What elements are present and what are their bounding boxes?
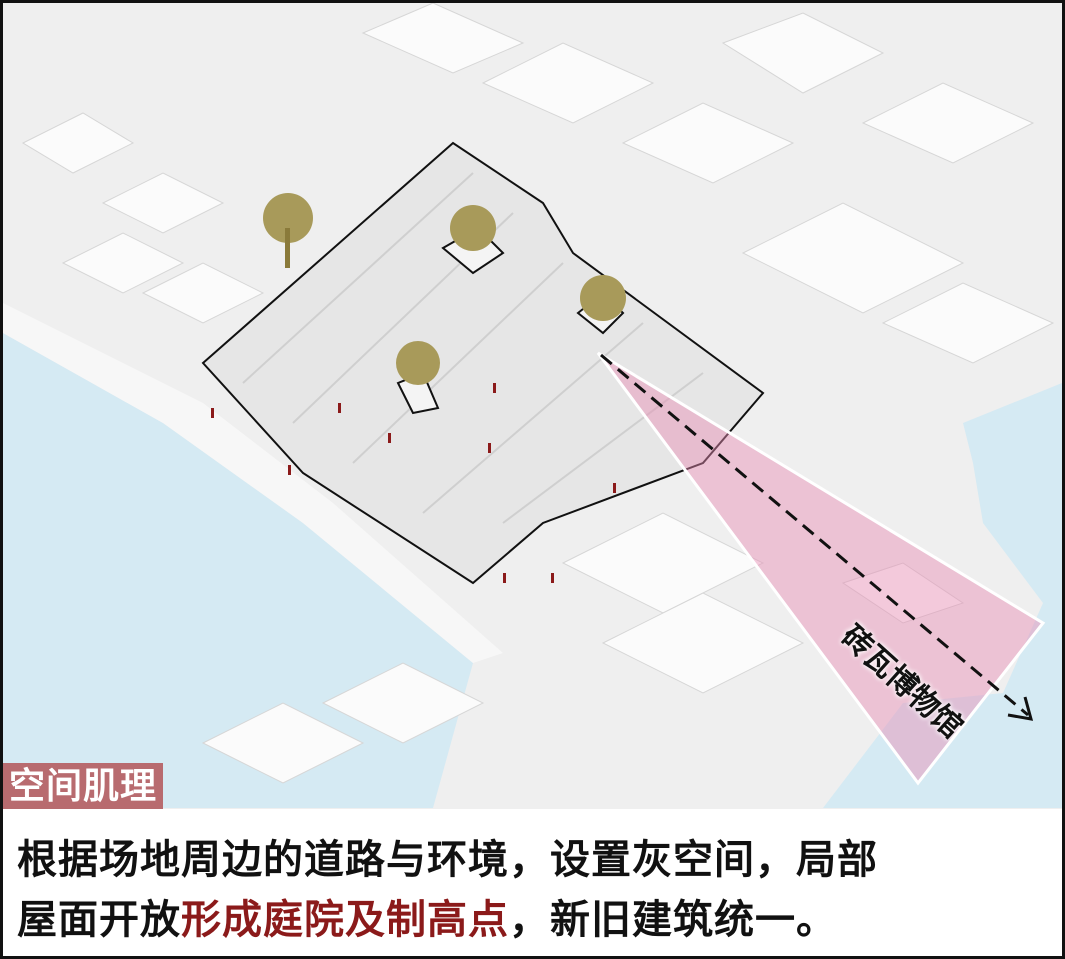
view-cone [596,351,1046,786]
riverbank [3,303,503,663]
arrow-head-icon [1007,696,1034,721]
section-tag: 空间肌理 [3,763,164,809]
caption-highlight: 形成庭院及制高点 [181,896,509,943]
axonometric-site-map [3,3,1062,808]
caption-line-1: 根据场地周边的道路与环境，设置灰空间，局部 [17,836,878,883]
caption-line-2: 屋面开放形成庭院及制高点，新旧建筑统一。 [17,887,837,945]
surrounding-buildings [21,3,1055,784]
site-roof [201,141,765,585]
caption-text: ，新旧建筑统一。 [509,896,837,943]
caption-text: 屋面开放 [17,896,181,943]
roof-ridges [242,172,704,524]
view-arrow [600,353,1029,717]
lake-water [823,383,1062,808]
caption-panel: 根据场地周边的道路与环境，设置灰空间，局部 屋面开放形成庭院及制高点，新旧建筑统… [3,809,1062,956]
people [211,383,616,583]
trees [263,193,626,385]
